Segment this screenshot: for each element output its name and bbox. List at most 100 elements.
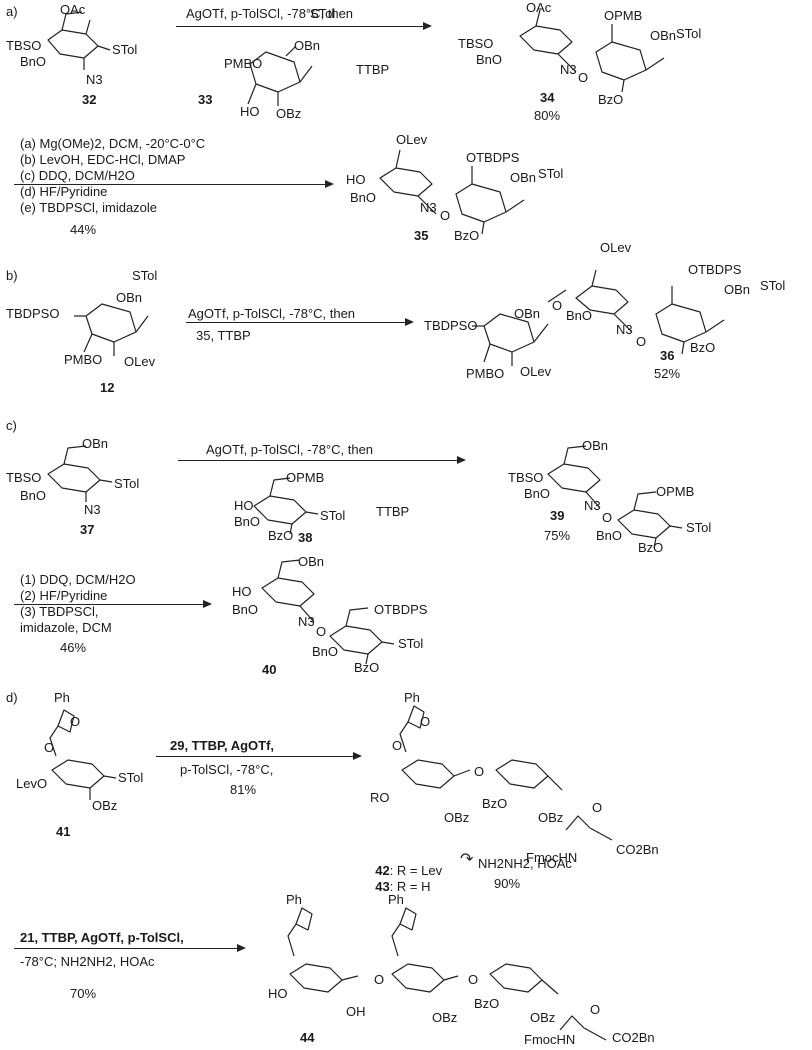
compound-label-38: 38	[298, 530, 313, 545]
substituent-39-g9: BzO	[638, 540, 664, 555]
substituent-34-g5: O	[578, 70, 589, 85]
condition-line: (3) TBDPSCl,	[20, 604, 99, 619]
substituent-42-g8: OBz	[538, 810, 564, 825]
substituent-35-g1: OLev	[396, 132, 428, 147]
substituent-39-g5: O	[602, 510, 613, 525]
substituent-12-g2: OBn	[116, 290, 143, 305]
substituent-37-g3: BnO	[20, 488, 47, 503]
yield-43: 90%	[494, 876, 521, 891]
r-group-43: : R = H	[389, 879, 431, 894]
substituent-40-g8: STol	[398, 636, 424, 651]
compound-41-bonds	[49, 709, 117, 800]
substituent-37-g4: N3	[84, 502, 101, 517]
conditions-c-step2: (1) DDQ, DCM/H2O (2) HF/Pyridine (3) TBD…	[20, 572, 136, 636]
condition-line: (2) HF/Pyridine	[20, 588, 108, 603]
substituent-12-g3: STol	[132, 268, 158, 283]
substituent-32-g2: TBSO	[6, 38, 42, 53]
substituent-34-g8: STol	[676, 26, 702, 41]
yield-42: 81%	[230, 782, 257, 797]
conditions-b-line2: 35, TTBP	[196, 328, 251, 343]
substituent-33-g3: STol	[310, 6, 336, 21]
substituent-42-g10: FmocHN	[526, 850, 578, 865]
compound-33-bonds	[247, 45, 313, 106]
substituent-44-g5: O	[374, 972, 385, 987]
substituent-40-g2: HO	[232, 584, 252, 599]
substituent-44-g12: CO2Bn	[612, 1030, 655, 1045]
compound-12-bonds	[74, 303, 149, 356]
substituent-35-g6: OTBDPS	[466, 150, 520, 165]
substituent-44-g4: OH	[346, 1004, 366, 1019]
substituent-40-g9: BzO	[354, 660, 380, 675]
substituent-35-g7: OBn	[510, 170, 537, 185]
yield-34: 80%	[534, 108, 561, 123]
substituent-36-g7: BnO	[566, 308, 593, 323]
compound-34-bonds	[519, 9, 665, 93]
compound-label-41: 41	[56, 824, 71, 839]
substituent-33-g4: HO	[240, 104, 260, 119]
substituent-42-g3: O	[392, 738, 403, 753]
substituent-12-g1: TBDPSO	[6, 306, 60, 321]
substituent-36-g10: OTBDPS	[688, 262, 742, 277]
conditions-b-line1: AgOTf, p-TolSCl, -78°C, then	[188, 306, 356, 321]
substituent-42-g5: OBz	[444, 810, 470, 825]
substituent-41-g5: STol	[118, 770, 144, 785]
substituent-39-g2: TBSO	[508, 470, 544, 485]
substituent-35-g3: BnO	[350, 190, 377, 205]
substituent-34-g2: TBSO	[458, 36, 494, 51]
substituent-38-g2: HO	[234, 498, 254, 513]
compound-35-bonds	[379, 149, 525, 235]
substituent-38-g5: BzO	[268, 528, 294, 543]
compound-label-37: 37	[80, 522, 95, 537]
yield-35: 44%	[70, 222, 97, 237]
substituent-44-g7: O	[468, 972, 479, 987]
substituent-40-g6: OTBDPS	[374, 602, 428, 617]
substituent-34-g7: OBn	[650, 28, 677, 43]
yield-36: 52%	[654, 366, 681, 381]
substituent-36-g3: PMBO	[466, 366, 505, 381]
substituent-36-g9: O	[636, 334, 647, 349]
substituent-36-g6: OLev	[600, 240, 632, 255]
compound-label-40: 40	[262, 662, 277, 677]
compound-40-bonds	[261, 559, 395, 665]
deprotect-conditions: NH2NH2, HOAc	[478, 856, 572, 871]
substituent-37-g1: OBn	[82, 436, 109, 451]
substituent-35-g2: HO	[346, 172, 366, 187]
substituent-40-g5: O	[316, 624, 327, 639]
substituent-39-g8: STol	[686, 520, 712, 535]
substituent-44-g6: OBz	[432, 1010, 458, 1025]
substituent-38-g1: OPMB	[286, 470, 325, 485]
substituent-40-g4: N3	[298, 614, 315, 629]
product-label-42: 42: R = Lev	[368, 848, 442, 878]
compound-32-bonds	[47, 11, 111, 70]
substituent-33-g2: OBn	[294, 38, 321, 53]
substituent-32-g1: OAc	[60, 2, 86, 17]
condition-line: imidazole, DCM	[20, 620, 112, 635]
yield-39: 75%	[544, 528, 571, 543]
conditions-a-step1: AgOTf, p-TolSCl, -78°C, then	[186, 6, 354, 21]
substituent-35-g8: STol	[538, 166, 564, 181]
substituent-39-g6: OPMB	[656, 484, 695, 499]
reaction-arrow-a1	[176, 22, 432, 30]
substituent-38-g4: STol	[320, 508, 346, 523]
substituent-41-g6: OBz	[92, 798, 118, 813]
substituent-36-g12: STol	[760, 278, 786, 293]
substituent-34-g6: OPMB	[604, 8, 643, 23]
conditions-d-step1-line2: p-TolSCl, -78°C,	[180, 762, 274, 777]
section-label-d: d)	[6, 690, 18, 705]
substituent-44-g9: OBz	[530, 1010, 556, 1025]
compound-label-39: 39	[550, 508, 565, 523]
substituent-42-g4: RO	[370, 790, 390, 805]
substituent-41-g2: O	[70, 714, 81, 729]
compound-label-34: 34	[540, 90, 555, 105]
substituent-36-g8: N3	[616, 322, 633, 337]
substituent-35-g9: BzO	[454, 228, 480, 243]
substituent-35-g4: N3	[420, 200, 437, 215]
substituent-39-g7: BnO	[596, 528, 623, 543]
substituent-41-g3: O	[44, 740, 55, 755]
substituent-32-g4: N3	[86, 72, 103, 87]
condition-line: (c) DDQ, DCM/H2O	[20, 168, 135, 183]
substituent-42-g1: Ph	[404, 690, 420, 705]
compound-label-42: 42	[375, 863, 390, 878]
conditions-a-step2: (a) Mg(OMe)2, DCM, -20°C-0°C (b) LevOH, …	[20, 136, 205, 216]
substituent-36-g2: OBn	[514, 306, 541, 321]
